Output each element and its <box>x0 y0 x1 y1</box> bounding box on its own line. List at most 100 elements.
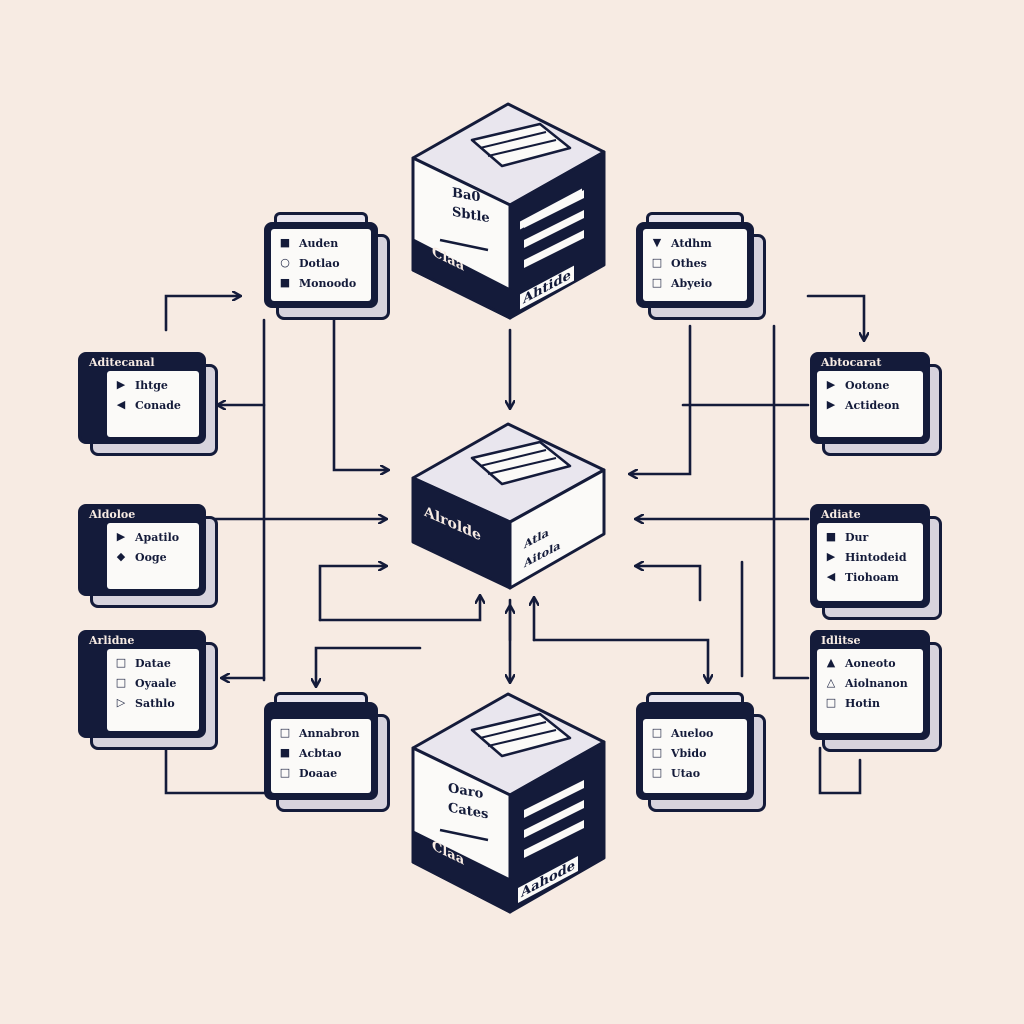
list-item: ■ Dur <box>825 527 915 547</box>
panel-body: ▲ Aoneoto △ Aiolnanon □ Hotin <box>817 649 923 733</box>
list-item: △ Aiolnanon <box>825 673 915 693</box>
panel-left-upper: Aditecanal ▶Ihtge ◀ Conade <box>78 352 218 456</box>
square-outline-icon: □ <box>115 656 127 669</box>
item-label: Aoneoto <box>845 656 896 670</box>
panel-left-middle: Aldoloe ▶Apatilo ◆Ooge <box>78 504 218 608</box>
list-item: ◆Ooge <box>115 547 191 567</box>
triangle-right-icon: ▶ <box>826 398 836 411</box>
item-label: Actideon <box>845 398 900 412</box>
panel-body: ■ Dur ▶ Hintodeid ◀Tiohoam <box>817 523 923 601</box>
connector <box>818 746 862 795</box>
square-outline-icon: □ <box>651 276 663 289</box>
item-label: Aiolnanon <box>845 676 908 690</box>
list-item: □Doaae <box>279 763 363 783</box>
item-label: Ootone <box>845 378 890 392</box>
item-label: Hotin <box>845 696 880 710</box>
item-label: Dur <box>845 530 869 544</box>
panel-right-lower: Idlitse ▲Aoneoto △Aiolnanon □Hotin <box>810 630 942 752</box>
panel-title: Arlidne <box>89 634 135 647</box>
item-label: Monoodo <box>299 276 357 290</box>
connector <box>332 318 388 470</box>
panel-body: □Annabron ■Acbtao □Doaae <box>271 719 371 793</box>
panel-body: ▶Apatilo ◆Ooge <box>107 523 199 589</box>
item-label: Hintodeid <box>845 550 907 564</box>
list-item: □Aueloo <box>651 723 739 743</box>
panel-title: Aditecanal <box>89 356 155 369</box>
square-filled-icon: ■ <box>279 236 291 249</box>
item-label: Aueloo <box>671 726 714 740</box>
list-item: ■ Auden <box>279 233 363 253</box>
triangle-right-icon: ▶ <box>116 530 126 543</box>
square-outline-icon: □ <box>825 696 837 709</box>
list-item: ▶Ihtge <box>115 375 191 395</box>
square-outline-icon: □ <box>651 766 663 779</box>
connector <box>636 566 702 602</box>
panel-title: Abtocarat <box>821 356 882 369</box>
list-item: ◀ Conade <box>115 395 191 415</box>
list-item: ■Monoodo <box>279 273 363 293</box>
connector <box>164 740 270 795</box>
list-item: □ Abyeio <box>651 273 739 293</box>
list-item: ▷Sathlo <box>115 693 191 713</box>
panel-frame: Idlitse ▲Aoneoto △Aiolnanon □Hotin <box>810 630 930 740</box>
list-item: □ Utao <box>651 763 739 783</box>
connector <box>164 296 240 332</box>
panel-frame: Aldoloe ▶Apatilo ◆Ooge <box>78 504 206 596</box>
item-label: Dotlao <box>299 256 340 270</box>
list-item: □Vbido <box>651 743 739 763</box>
list-item: □ Datae <box>115 653 191 673</box>
panel-body: □ Datae □Oyaale ▷Sathlo <box>107 649 199 731</box>
item-label: Conade <box>135 398 181 412</box>
panel-frame: Aditecanal ▶Ihtge ◀ Conade <box>78 352 206 444</box>
panel-right-upper: Abtocarat ▶ Ootone ▶ Actideon <box>810 352 942 456</box>
panel-body: ▶Ihtge ◀ Conade <box>107 371 199 437</box>
circle-outline-icon: ○ <box>280 256 290 269</box>
panel-body: □Aueloo □Vbido □Utao <box>643 719 747 793</box>
square-outline-icon: □ <box>115 676 127 689</box>
list-item: ◀Tiohoam <box>825 567 915 587</box>
panel-body: ■ Auden ○ Dotlao ■Monoodo <box>271 229 371 301</box>
connector <box>318 566 386 622</box>
panel-title: Adiate <box>821 508 861 521</box>
item-label: Atdhm <box>671 236 712 250</box>
triangle-up-icon: ▲ <box>826 656 836 669</box>
list-item: ▼Atdhm <box>651 233 739 253</box>
item-label: Ooge <box>135 550 167 564</box>
cube-top <box>411 102 606 320</box>
triangle-right-icon: ▶ <box>826 550 836 563</box>
square-filled-icon: ■ <box>279 746 291 759</box>
cube-bottom <box>411 692 606 914</box>
panel-frame: ■ Auden ○ Dotlao ■Monoodo <box>264 222 378 308</box>
connector <box>772 324 810 680</box>
square-outline-icon: □ <box>651 746 663 759</box>
panel-bottom-left: □Annabron ■Acbtao □Doaae <box>264 692 390 812</box>
panel-body: ▶ Ootone ▶ Actideon <box>817 371 923 437</box>
triangle-right-icon: ▶ <box>826 378 836 391</box>
item-label: Abyeio <box>671 276 713 290</box>
panel-bottom-right: □Aueloo □Vbido □Utao <box>636 692 766 812</box>
connector <box>318 596 480 622</box>
square-outline-icon: □ <box>651 256 663 269</box>
item-label: Tiohoam <box>845 570 899 584</box>
panel-right-middle: Adiate ■ Dur ▶ Hintodeid ◀Tiohoam <box>810 504 942 620</box>
item-label: Utao <box>671 766 701 780</box>
connector <box>630 324 692 474</box>
item-label: Auden <box>299 236 339 250</box>
square-filled-icon: ■ <box>825 530 837 543</box>
connector <box>806 294 864 340</box>
triangle-up-icon: △ <box>826 676 836 689</box>
list-item: □Oyaale <box>115 673 191 693</box>
square-outline-icon: □ <box>279 766 291 779</box>
panel-frame: Abtocarat ▶ Ootone ▶ Actideon <box>810 352 930 444</box>
item-label: Sathlo <box>135 696 175 710</box>
connector <box>532 638 708 682</box>
item-label: Datae <box>135 656 171 670</box>
triangle-left-icon: ◀ <box>116 398 126 411</box>
list-item: ▶ Hintodeid <box>825 547 915 567</box>
panel-frame: ▼Atdhm □Othes □Abyeio <box>636 222 754 308</box>
connector <box>316 646 422 686</box>
item-label: Annabron <box>299 726 360 740</box>
cube-center <box>411 422 606 590</box>
